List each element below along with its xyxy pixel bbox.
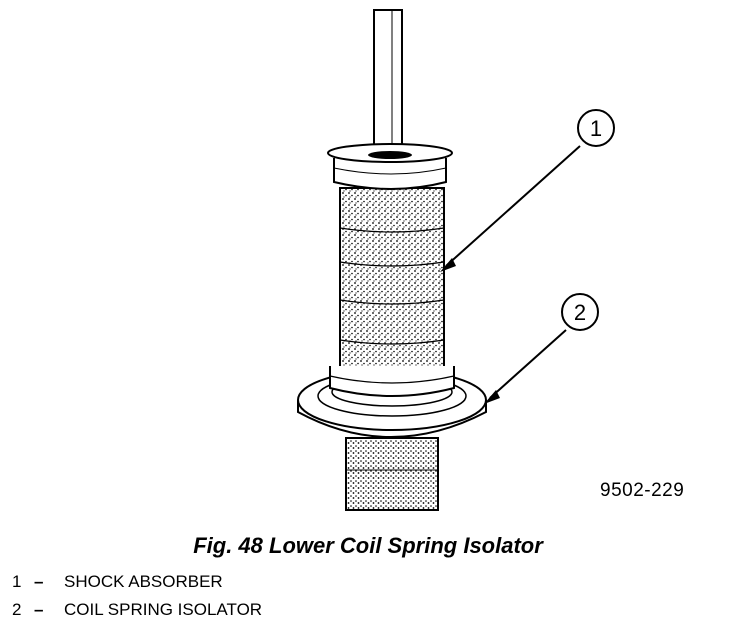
legend-item: 1– SHOCK ABSORBER <box>12 568 262 596</box>
legend-number: 2 <box>12 600 22 619</box>
legend-label: COIL SPRING ISOLATOR <box>64 600 263 619</box>
callout-1: 1 <box>577 109 615 147</box>
legend-number: 1 <box>12 572 22 591</box>
figure-code: 9502-229 <box>600 480 685 501</box>
piston-rod <box>373 9 403 159</box>
figure-caption: Fig. 48 Lower Coil Spring Isolator <box>193 533 543 558</box>
legend: 1– SHOCK ABSORBER 2– COIL SPRING ISOLATOR <box>12 568 262 624</box>
leader-1 <box>440 145 581 272</box>
legend-separator: – <box>34 572 44 591</box>
shock-body <box>339 187 445 389</box>
legend-label: SHOCK ABSORBER <box>64 572 223 591</box>
legend-item: 2– COIL SPRING ISOLATOR <box>12 596 262 624</box>
top-cap <box>327 143 453 190</box>
leader-2 <box>484 329 567 404</box>
callout-2: 2 <box>561 293 599 331</box>
callout-1-label: 1 <box>590 116 602 141</box>
callout-2-label: 2 <box>574 300 586 325</box>
lower-shock-body <box>345 437 439 511</box>
shock-absorber-illustration: 1 2 <box>297 9 615 511</box>
coil-spring-isolator <box>297 366 487 438</box>
legend-separator: – <box>34 600 44 619</box>
